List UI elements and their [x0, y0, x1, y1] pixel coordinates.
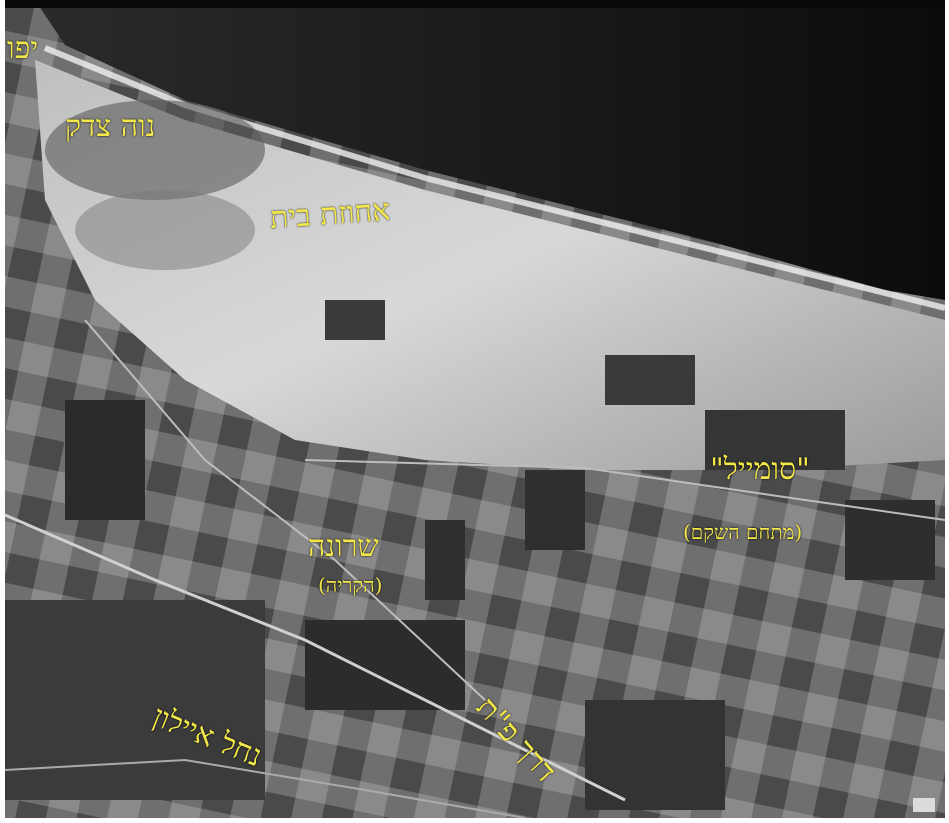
coastal-sand: [35, 60, 945, 470]
field-block: [325, 300, 385, 340]
field-block: [845, 500, 935, 580]
label-sarona: שרונה: [308, 529, 379, 564]
neve-tzedek-area: [45, 100, 265, 200]
label-yafo: יפו: [7, 31, 39, 66]
road: [304, 459, 945, 521]
film-marker: [913, 798, 935, 812]
field-block: [705, 410, 845, 470]
aerial-photo: [5, 0, 945, 818]
label-ahuzat-bayit: אחוזת בית: [268, 192, 392, 237]
sea: [35, 0, 945, 300]
field-block: [305, 620, 465, 710]
shoreline: [43, 45, 945, 311]
road: [5, 758, 526, 818]
field-block: [65, 400, 145, 520]
road: [5, 513, 626, 802]
label-somail: "סומייל": [710, 452, 810, 487]
label-somail-note: (מתחם השקם): [683, 520, 803, 544]
field-block: [425, 520, 465, 600]
label-sarona-note: (הקריה): [318, 573, 383, 597]
label-neve-tzedek: נוה צדק: [65, 109, 156, 144]
field-block: [5, 600, 265, 800]
road: [84, 319, 486, 701]
field-block: [605, 355, 695, 405]
aerial-photo-frame: יפו נוה צדק אחוזת בית "סומייל" (מתחם השק…: [5, 0, 945, 818]
field-block: [525, 470, 585, 550]
field-block: [585, 700, 725, 810]
film-edge: [5, 0, 945, 8]
ahuzat-bayit-area: [75, 190, 255, 270]
